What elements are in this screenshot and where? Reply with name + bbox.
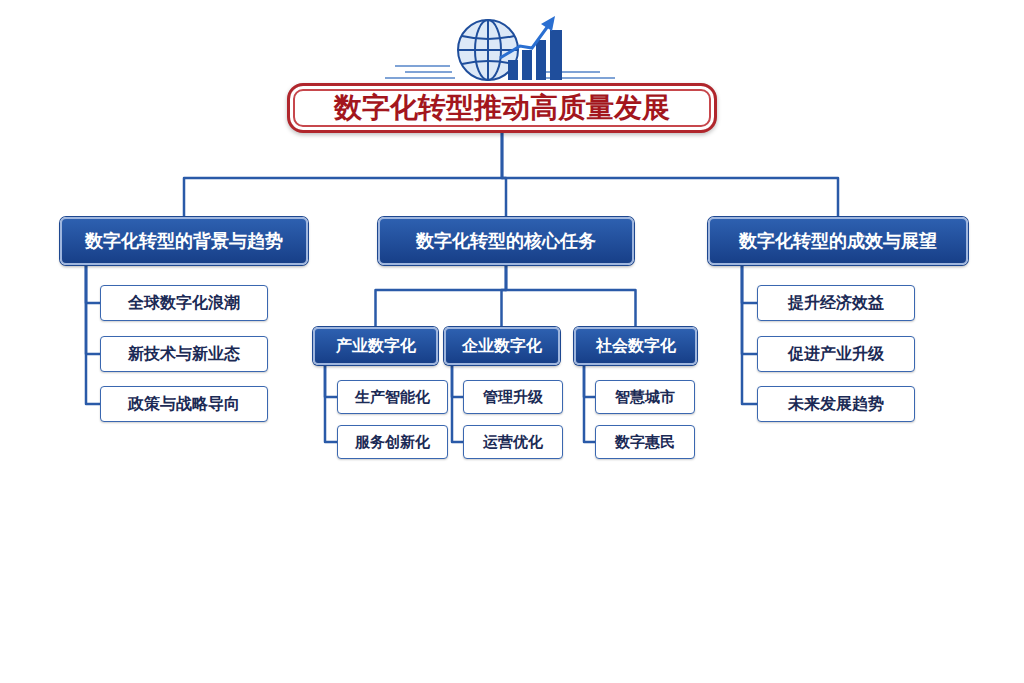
item-box: 数字惠民 [595,425,695,459]
tree-connector [502,133,838,217]
tree-connector [742,265,757,404]
item-box: 智慧城市 [595,380,695,414]
node-label: 产业数字化 [336,336,416,357]
tree-connector [584,365,595,442]
node-label: 企业数字化 [462,336,542,357]
node-label: 服务创新化 [355,433,430,452]
node-label: 运营优化 [483,433,543,452]
node-label: 数字惠民 [615,433,675,452]
section-header: 数字化转型的核心任务 [378,217,634,265]
globe [458,20,518,80]
item-box: 运营优化 [463,425,563,459]
node-label: 全球数字化浪潮 [128,293,240,314]
growth-arrow [500,16,555,58]
item-box: 生产智能化 [337,380,448,414]
item-box: 全球数字化浪潮 [100,285,268,321]
tree-connector [86,265,100,354]
item-box: 服务创新化 [337,425,448,459]
tree-connector [584,365,595,397]
section-header: 数字化转型的背景与趋势 [60,217,308,265]
bar-chart [508,30,562,80]
tree-connector [325,365,337,397]
section-header: 数字化转型的成效与展望 [708,217,968,265]
node-label: 生产智能化 [355,388,430,407]
title-box: 数字化转型推动高质量发展 [287,83,717,133]
tree-connector [184,133,502,217]
node-label: 数字化转型的核心任务 [416,229,596,253]
node-label: 数字化转型推动高质量发展 [334,89,670,127]
task-header: 产业数字化 [313,327,438,365]
node-label: 数字化转型的背景与趋势 [85,229,283,253]
item-box: 政策与战略导向 [100,386,268,422]
node-label: 管理升级 [483,388,543,407]
node-label: 提升经济效益 [788,293,884,314]
tree-connector [742,265,757,354]
tree-connector [325,365,337,442]
node-label: 未来发展趋势 [788,394,884,415]
item-box: 促进产业升级 [757,336,915,372]
tree-connector [376,265,507,327]
tree-connector [506,265,636,327]
tree-connector [742,265,757,303]
node-label: 促进产业升级 [788,344,884,365]
item-box: 新技术与新业态 [100,336,268,372]
task-header: 社会数字化 [574,327,697,365]
node-label: 政策与战略导向 [128,394,240,415]
tree-connector [452,365,463,397]
node-label: 社会数字化 [596,336,676,357]
tree-connector [452,365,463,442]
node-label: 新技术与新业态 [128,344,240,365]
tree-connector [86,265,100,404]
item-box: 管理升级 [463,380,563,414]
item-box: 未来发展趋势 [757,386,915,422]
item-box: 提升经济效益 [757,285,915,321]
node-label: 数字化转型的成效与展望 [739,229,937,253]
task-header: 企业数字化 [444,327,560,365]
tree-connector [86,265,100,303]
node-label: 智慧城市 [615,388,675,407]
